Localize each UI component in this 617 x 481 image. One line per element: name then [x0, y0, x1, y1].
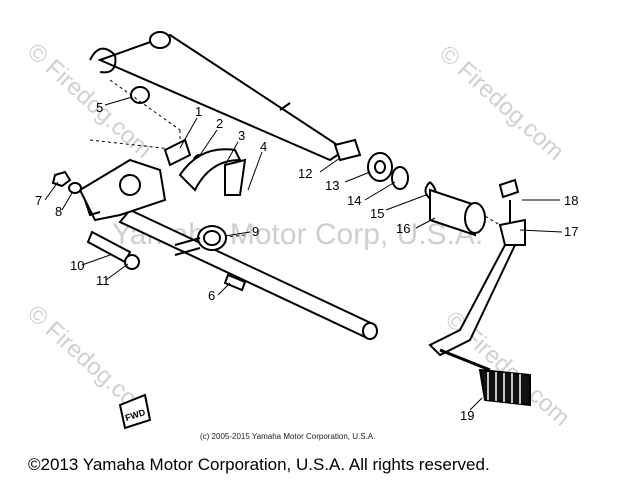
callout-4: 4 — [260, 139, 267, 154]
callout-13: 13 — [325, 178, 339, 193]
callout-16: 16 — [396, 221, 410, 236]
callout-11: 11 — [96, 273, 110, 288]
washer-part-5 — [130, 86, 150, 104]
pawl-part-1 — [163, 138, 192, 167]
footer-copyright: ©2013 Yamaha Motor Corporation, U.S.A. A… — [28, 455, 490, 474]
callout-15: 15 — [370, 206, 384, 221]
spring-part-9 — [174, 225, 227, 256]
callout-3: 3 — [238, 128, 245, 143]
fwd-tag-box — [118, 393, 152, 430]
callout-18: 18 — [564, 193, 578, 208]
callout-5: 5 — [96, 100, 103, 115]
shift-pedal-part-17 — [428, 218, 526, 372]
dowel-part-6 — [223, 273, 247, 292]
washer-part-14 — [391, 166, 409, 190]
clip-part — [89, 47, 117, 74]
callout-8: 8 — [55, 204, 62, 219]
washer-part-8 — [68, 182, 82, 194]
pin-part-4 — [224, 158, 247, 196]
callout-17: 17 — [564, 224, 578, 239]
bolt-part-18 — [498, 178, 520, 225]
boss-part-16 — [429, 188, 486, 237]
callout-12: 12 — [298, 166, 312, 181]
oil-seal-part-13 — [367, 152, 393, 182]
lower-shift-shaft — [118, 208, 378, 340]
callout-9: 9 — [252, 224, 259, 239]
nut-part-7 — [51, 170, 72, 188]
callout-2: 2 — [216, 116, 223, 131]
callout-1: 1 — [195, 104, 202, 119]
shift-lever-plate — [78, 158, 167, 222]
diagram-copyright: (c) 2005-2015 Yamaha Motor Corporation, … — [200, 432, 376, 441]
spring-part-3 — [178, 148, 242, 192]
callout-10: 10 — [70, 258, 84, 273]
rubber-part-19 — [478, 368, 531, 407]
callout-7: 7 — [35, 193, 42, 208]
callout-6: 6 — [208, 288, 215, 303]
callout-19: 19 — [460, 408, 474, 423]
callout-14: 14 — [347, 193, 361, 208]
bolt-part-10-11 — [86, 230, 140, 270]
